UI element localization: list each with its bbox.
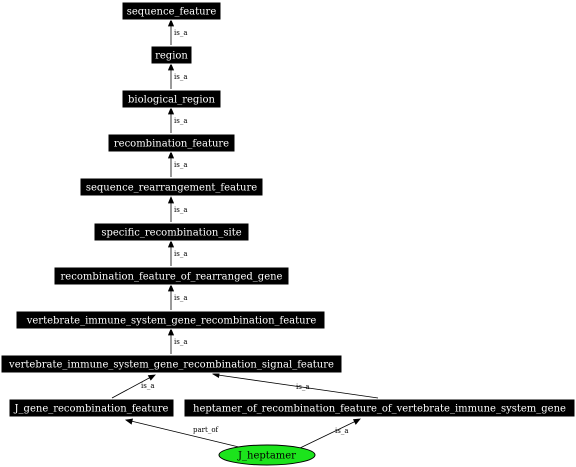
node-label: sequence_feature xyxy=(127,7,217,18)
edge-label: is_a xyxy=(174,117,188,125)
edge-label: is_a xyxy=(174,206,188,214)
edge-j-heptamer-heptamer: is_a xyxy=(299,418,361,449)
node-vertebrate-immune-system-gene-recombination-signal-feature[interactable]: vertebrate_immune_system_gene_recombinat… xyxy=(0,354,343,374)
edge-label: is_a xyxy=(174,294,188,302)
node-j-heptamer[interactable]: J_heptamer xyxy=(218,444,316,466)
edge-label: is_a xyxy=(174,161,188,169)
node-label: specific_recombination_site xyxy=(101,228,241,239)
edge-specific-site-sequence-rearrangement: is_a xyxy=(167,195,188,222)
node-label: J_gene_recombination_feature xyxy=(14,404,169,415)
edge-label: is_a xyxy=(174,29,188,37)
node-label: region xyxy=(155,51,188,62)
node-j-gene-recombination-feature[interactable]: J_gene_recombination_feature xyxy=(8,398,175,418)
node-label: sequence_rearrangement_feature xyxy=(86,183,257,194)
edge-label: is_a xyxy=(174,338,188,346)
node-label: recombination_feature_of_rearranged_gene xyxy=(61,272,283,283)
edges: is_a is_a is_a is_a is_a xyxy=(111,18,379,449)
edge-label: is_a xyxy=(335,427,349,435)
edge-label: is_a xyxy=(174,73,188,81)
node-label: recombination_feature xyxy=(114,139,229,150)
node-label: vertebrate_immune_system_gene_recombinat… xyxy=(26,316,317,327)
edge-vertebrate-feature-rearranged-gene: is_a xyxy=(167,283,188,310)
node-label: biological_region xyxy=(128,95,216,106)
node-sequence-feature[interactable]: sequence_feature xyxy=(121,1,222,21)
edge-label: part_of xyxy=(193,426,220,434)
node-heptamer-of-recombination-feature[interactable]: heptamer_of_recombination_feature_of_ver… xyxy=(183,398,576,418)
node-label: vertebrate_immune_system_gene_recombinat… xyxy=(8,360,334,371)
node-biological-region[interactable]: biological_region xyxy=(121,89,222,109)
edge-region-sequence-feature: is_a xyxy=(167,18,188,45)
edge-rearranged-gene-specific-site: is_a xyxy=(167,239,188,266)
node-label: J_heptamer xyxy=(237,451,296,462)
edge-biological-region-region: is_a xyxy=(167,62,188,89)
edge-signal-feature-vertebrate-feature: is_a xyxy=(167,327,188,354)
edge-heptamer-signal-feature: is_a xyxy=(211,371,379,399)
node-sequence-rearrangement-feature[interactable]: sequence_rearrangement_feature xyxy=(79,177,264,197)
node-label: heptamer_of_recombination_feature_of_ver… xyxy=(193,404,566,415)
edge-j-heptamer-j-gene: part_of xyxy=(124,418,244,449)
edge-sequence-rearrangement-recombination-feature: is_a xyxy=(167,150,188,177)
node-recombination-feature-of-rearranged-gene[interactable]: recombination_feature_of_rearranged_gene xyxy=(53,266,290,286)
edge-j-gene-signal-feature: is_a xyxy=(111,374,156,399)
node-specific-recombination-site[interactable]: specific_recombination_site xyxy=(93,222,250,242)
edge-label: is_a xyxy=(296,383,310,391)
edge-label: is_a xyxy=(141,382,155,390)
edge-label: is_a xyxy=(174,250,188,258)
node-vertebrate-immune-system-gene-recombination-feature[interactable]: vertebrate_immune_system_gene_recombinat… xyxy=(15,310,326,330)
node-recombination-feature[interactable]: recombination_feature xyxy=(107,133,236,153)
edge-recombination-feature-biological-region: is_a xyxy=(167,106,188,133)
node-region[interactable]: region xyxy=(150,45,193,65)
